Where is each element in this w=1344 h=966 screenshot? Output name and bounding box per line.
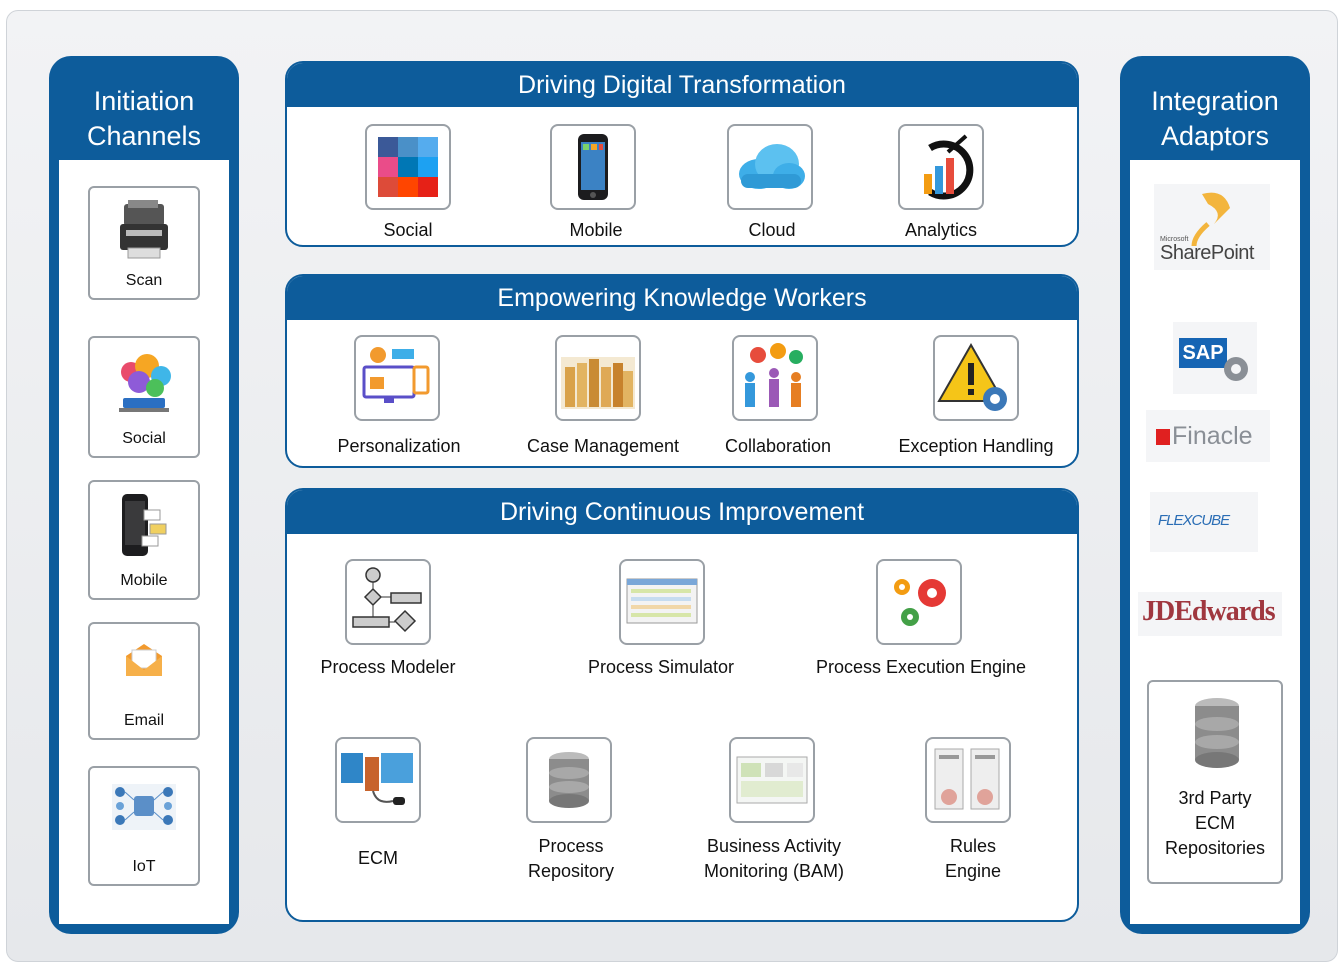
analytics-chart-icon (924, 134, 974, 200)
database-icon (1195, 698, 1239, 768)
initiation-channels-panel: Initiation Channels Scan (49, 56, 239, 934)
channel-iot-label: IoT (132, 858, 156, 875)
finacle-logo: Finacle (1146, 410, 1270, 462)
jdedwards-text: JDEdwards (1142, 596, 1276, 627)
sap-logo: SAP (1173, 322, 1257, 394)
item-social[interactable] (365, 124, 451, 210)
item-exception-handling[interactable] (933, 335, 1019, 421)
item-process-repository[interactable] (526, 737, 612, 823)
mobile-phone-icon (122, 494, 167, 556)
channel-mobile-label: Mobile (120, 572, 168, 589)
social-cloud-icon (119, 354, 171, 412)
item-social-label: Social (383, 220, 433, 240)
channel-email-label: Email (123, 712, 164, 729)
item-mobile[interactable] (550, 124, 636, 210)
finacle-text: Finacle (1172, 422, 1253, 450)
item-rules-engine-label: Rules Engine (944, 836, 1002, 881)
smartphone-icon (578, 134, 608, 200)
simulator-screen-icon (626, 578, 698, 624)
dashboard-icon (736, 756, 808, 804)
item-process-execution-engine[interactable] (876, 559, 962, 645)
item-bam[interactable] (729, 737, 815, 823)
channel-iot[interactable]: IoT (88, 766, 200, 886)
item-exception-handling-label: Exception Handling (898, 436, 1054, 456)
third-party-ecm-repositories[interactable]: 3rd Party ECM Repositories (1147, 680, 1283, 884)
finacle-mark-icon (1156, 429, 1170, 445)
devices-icon (362, 347, 430, 403)
social-media-grid-icon (378, 137, 438, 197)
ecm-blocks-icon (341, 753, 413, 805)
item-process-modeler[interactable] (345, 559, 431, 645)
item-cloud[interactable] (727, 124, 813, 210)
initiation-channels-list: Scan Social Mobile (59, 160, 229, 924)
rules-documents-icon (934, 748, 1000, 810)
database-icon (549, 752, 589, 808)
item-process-simulator[interactable] (619, 559, 705, 645)
folders-icon (561, 357, 635, 409)
initiation-channels-title: Initiation Channels (86, 86, 202, 151)
gears-icon (894, 579, 946, 626)
section-digital-transformation-title: Driving Digital Transformation (287, 63, 1077, 107)
item-collaboration[interactable] (732, 335, 818, 421)
cloud-icon (739, 144, 805, 189)
item-collaboration-label: Collaboration (724, 436, 832, 456)
sap-text: SAP (1179, 338, 1227, 368)
email-icon (126, 644, 162, 676)
item-cloud-label: Cloud (748, 220, 796, 240)
channel-social-label: Social (122, 430, 166, 447)
flowchart-icon (352, 567, 422, 633)
item-analytics-label: Analytics (904, 220, 978, 240)
item-analytics[interactable] (898, 124, 984, 210)
item-case-management[interactable] (555, 335, 641, 421)
integration-adaptors-title: Integration Adaptors (1151, 86, 1279, 151)
item-process-modeler-label: Process Modeler (320, 657, 456, 677)
section-knowledge-workers-title: Empowering Knowledge Workers (287, 276, 1077, 320)
item-bam-label: Business Activity Monitoring (BAM) (703, 836, 845, 881)
channel-scan[interactable]: Scan (88, 186, 200, 300)
channel-social[interactable]: Social (88, 336, 200, 458)
flexcube-text: FLEXCUBE (1158, 512, 1230, 529)
item-process-execution-engine-label: Process Execution Engine (815, 657, 1027, 677)
warning-gear-icon (937, 342, 1007, 411)
item-case-management-label: Case Management (526, 436, 680, 456)
sharepoint-small-text: Microsoft (1160, 236, 1189, 243)
item-mobile-label: Mobile (569, 220, 623, 240)
jdedwards-logo: JDEdwards (1138, 592, 1282, 636)
item-personalization-label: Personalization (337, 436, 461, 456)
third-party-ecm-label: 3rd Party ECM Repositories (1164, 788, 1266, 858)
iot-network-icon (112, 784, 176, 830)
channel-scan-label: Scan (125, 272, 163, 289)
flexcube-logo: FLEXCUBE (1150, 492, 1258, 552)
item-ecm[interactable] (335, 737, 421, 823)
channel-email[interactable]: Email (88, 622, 200, 740)
scanner-icon (120, 200, 168, 259)
people-gears-icon (745, 343, 803, 407)
sharepoint-swirl-icon (1191, 192, 1230, 247)
item-process-repository-label: Process Repository (527, 836, 615, 881)
section-continuous-improvement-title: Driving Continuous Improvement (287, 490, 1077, 534)
item-rules-engine[interactable] (925, 737, 1011, 823)
item-personalization[interactable] (354, 335, 440, 421)
sap-gear-icon (1224, 357, 1248, 381)
sharepoint-text: SharePoint (1160, 242, 1254, 264)
item-ecm-label: ECM (358, 848, 398, 868)
item-process-simulator-label: Process Simulator (587, 657, 735, 677)
sharepoint-logo: Microsoft SharePoint (1154, 184, 1270, 270)
channel-mobile[interactable]: Mobile (88, 480, 200, 600)
